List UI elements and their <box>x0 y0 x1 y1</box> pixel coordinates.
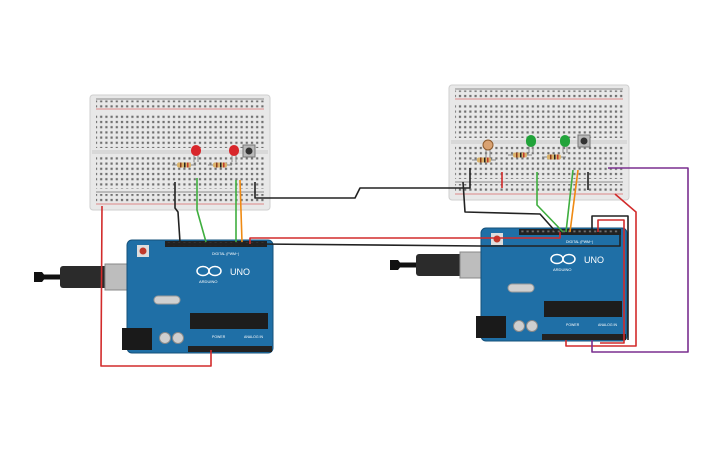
board-model-label: UNO <box>584 255 604 265</box>
resistor[interactable] <box>472 157 496 163</box>
wire-red <box>597 219 625 344</box>
push-button[interactable] <box>577 134 591 148</box>
wire-orange <box>239 179 243 243</box>
right-components[interactable] <box>472 134 591 163</box>
led-red[interactable] <box>229 145 239 162</box>
wire-black <box>254 168 471 199</box>
left-components[interactable] <box>172 144 256 168</box>
usb-plug-icon[interactable] <box>34 263 142 291</box>
dc-jack-icon[interactable] <box>476 316 506 338</box>
wires[interactable] <box>100 167 689 367</box>
resistor[interactable] <box>542 154 566 160</box>
wire-black <box>462 181 557 233</box>
led-green[interactable] <box>560 135 570 153</box>
board-model-label: UNO <box>230 267 250 277</box>
board-logo-label: ARDUINO <box>553 267 571 272</box>
push-button[interactable] <box>242 144 256 158</box>
wire-red <box>565 193 637 347</box>
wire-red <box>249 232 561 244</box>
wire-orange <box>569 169 579 233</box>
wire-green <box>536 172 564 233</box>
arduino-logo-icon <box>196 265 222 277</box>
wire-purple <box>591 167 689 353</box>
wire-green <box>196 178 207 243</box>
led-green[interactable] <box>526 135 536 153</box>
wire-black <box>591 215 629 340</box>
resistor[interactable] <box>208 162 232 168</box>
usb-plug-icon[interactable] <box>390 251 497 279</box>
wire-green <box>565 169 574 233</box>
digital-header-label: DIGITAL (PWM~) <box>566 240 593 244</box>
resistor[interactable] <box>508 152 532 158</box>
board-logo-label: ARDUINO <box>199 279 217 284</box>
reset-button-icon[interactable] <box>137 245 149 257</box>
arduino-uno-left[interactable]: UNO ARDUINO DIGITAL (PWM~) POWER ANALOG … <box>34 239 274 354</box>
photoresistor[interactable] <box>482 139 494 158</box>
arduino-logo-icon <box>550 253 576 265</box>
wire-black <box>259 232 621 247</box>
power-header-label: POWER <box>566 323 580 327</box>
resistor[interactable] <box>172 162 196 168</box>
led-red[interactable] <box>191 145 201 162</box>
breadboard-right[interactable] <box>448 84 630 201</box>
analog-header-label: ANALOG IN <box>598 323 618 327</box>
power-header-label: POWER <box>212 335 226 339</box>
wire-black <box>174 182 181 243</box>
dc-jack-icon[interactable] <box>122 328 152 350</box>
analog-header-label: ANALOG IN <box>244 335 264 339</box>
reset-button-icon[interactable] <box>491 233 503 245</box>
wire-red <box>100 205 212 367</box>
digital-header-label: DIGITAL (PWM~) <box>212 252 239 256</box>
